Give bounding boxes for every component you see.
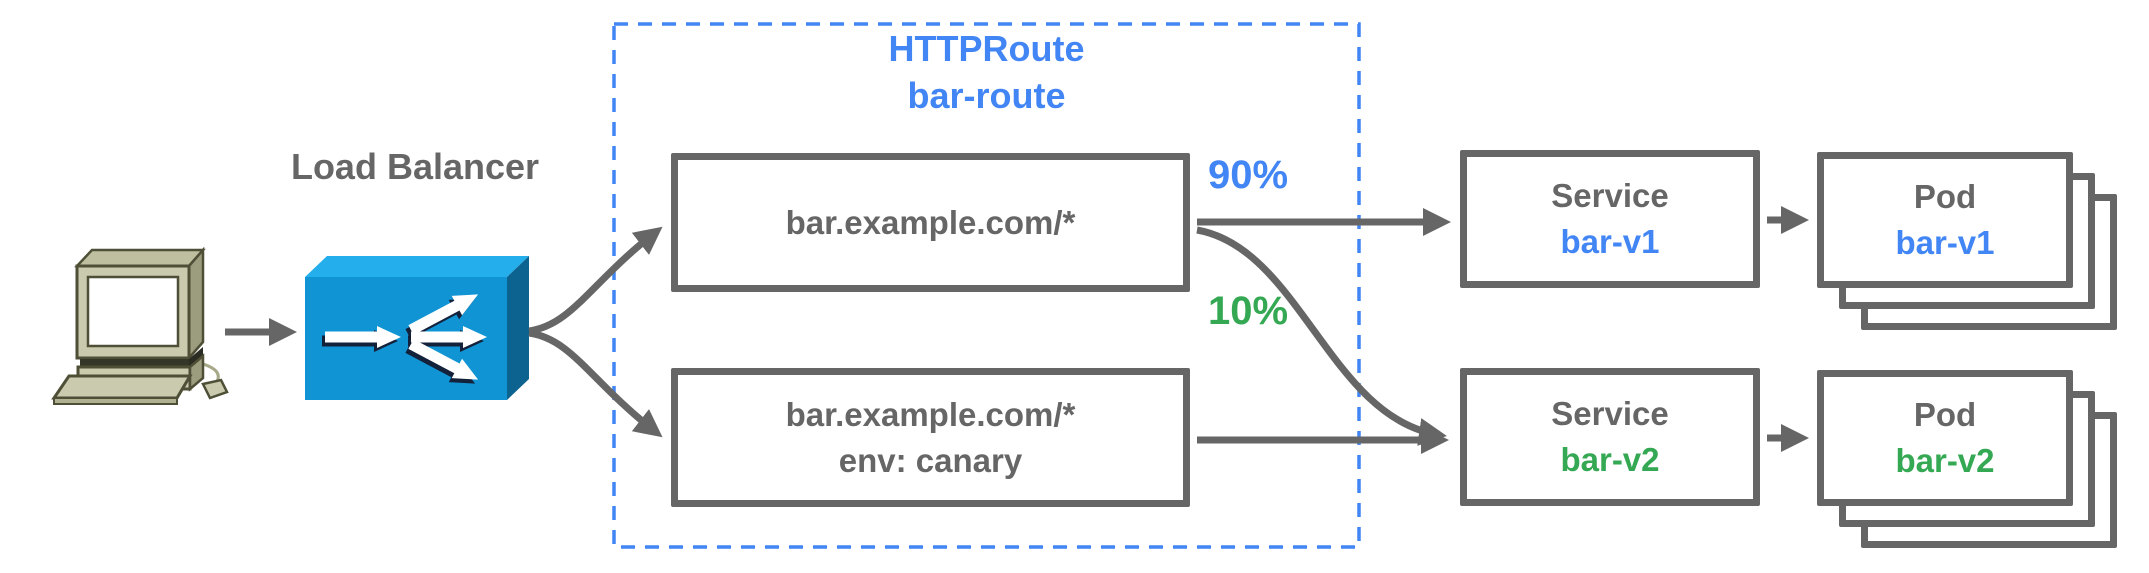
pod-kind-label: Pod [1913, 396, 1977, 434]
curve-rule1-to-service-v2 [1196, 226, 1447, 446]
rule-header-match: env: canary [838, 441, 1023, 479]
httproute-title-kind: HTTPRoute [888, 28, 1085, 69]
load-balancer-box-icon [305, 256, 529, 400]
weight-10-label: 10% [1208, 289, 1289, 333]
load-balancer-label: Load Balancer [290, 146, 540, 187]
service-bar-v1-box: Service bar-v1 [1460, 150, 1760, 288]
pod-bar-v1-box: Pod bar-v1 [1817, 152, 2073, 288]
service-name: bar-v1 [1560, 223, 1660, 260]
service-kind-label: Service [1551, 177, 1669, 215]
curve-lb-to-rule2 [528, 329, 663, 438]
pod-name: bar-v1 [1895, 224, 1995, 261]
pod-name: bar-v2 [1895, 442, 1995, 479]
httproute-dashed-boundary [612, 22, 1361, 549]
httproute-rule-bar-canary: bar.example.com/* env: canary [671, 368, 1190, 507]
httproute-title: HTTPRoute bar-route [613, 26, 1360, 120]
service-kind-label: Service [1551, 395, 1669, 433]
service-bar-v2-box: Service bar-v2 [1460, 368, 1760, 506]
weight-90-label: 90% [1208, 153, 1289, 197]
pod-bar-v2-box: Pod bar-v2 [1817, 370, 2073, 506]
pod-kind-label: Pod [1913, 178, 1977, 216]
httproute-rule-bar: bar.example.com/* [671, 153, 1190, 292]
pod-bar-v2-stack: Pod bar-v2 [1817, 370, 2117, 549]
curve-lb-to-rule1 [528, 226, 663, 335]
rule-hostname: bar.example.com/* [785, 203, 1076, 241]
pod-bar-v1-stack: Pod bar-v1 [1817, 152, 2117, 331]
rule-hostname: bar.example.com/* [785, 395, 1076, 433]
desktop-computer-icon [51, 246, 229, 405]
httproute-title-name: bar-route [907, 74, 1066, 116]
service-name: bar-v2 [1560, 441, 1660, 478]
